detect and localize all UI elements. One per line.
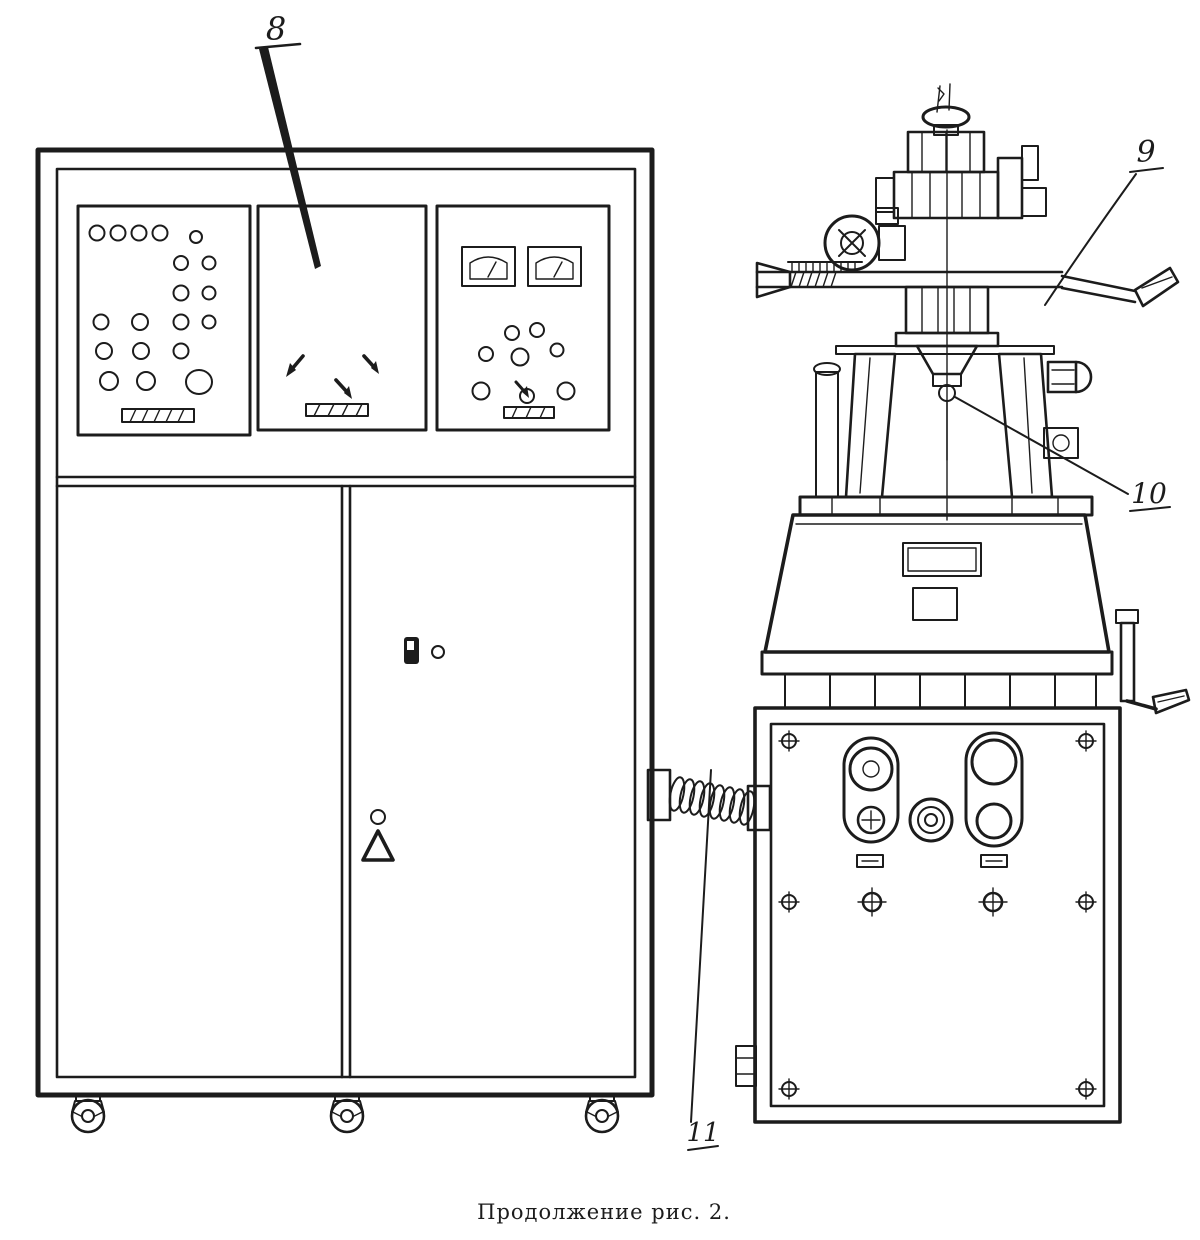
caster-right [584, 1094, 620, 1134]
electron-gun-column [875, 83, 1047, 461]
adjuster-bolts [857, 887, 1008, 917]
casters [70, 1094, 620, 1134]
left-control-cabinet [35, 147, 655, 1134]
toggle-arrow-1 [286, 354, 305, 377]
callout-11-leader [690, 769, 712, 1123]
callout-10-leader [954, 396, 1129, 495]
callout-11-label: 11 [686, 1118, 719, 1148]
callout-8-label: 8 [266, 10, 286, 48]
chamber-housing [760, 513, 1114, 709]
lever-handle [1060, 266, 1180, 308]
panel-screws [778, 730, 1097, 1100]
callout-11: 11 [686, 769, 720, 1151]
toggle-arrow-2 [334, 378, 352, 399]
handwheel [823, 214, 906, 272]
column-supports [798, 345, 1094, 517]
callout-9-label: 9 [1136, 135, 1155, 170]
gauge-left [842, 736, 900, 844]
callout-10: 10 [954, 396, 1171, 512]
callout-9: 9 [1044, 135, 1164, 306]
callout-8: 8 [254, 10, 321, 269]
meter-left [461, 246, 516, 287]
flexible-conduit [646, 768, 772, 832]
door-warning-symbol [361, 809, 395, 862]
panel-left-nameplate [121, 408, 195, 423]
control-panel-middle [256, 204, 428, 432]
callout-9-leader [1044, 173, 1137, 306]
control-panel-left [76, 204, 252, 437]
door-toggle-switch [404, 637, 445, 664]
side-bracket [735, 1045, 757, 1087]
toggle-arrow-3 [362, 354, 379, 374]
control-nameplates [856, 854, 1008, 868]
control-panel-right [435, 204, 611, 432]
machine-unit [646, 83, 1191, 1124]
meter-right [527, 246, 582, 287]
gauge-right [964, 731, 1024, 848]
machine-base-cabinet [735, 706, 1122, 1124]
cabinet-frame [35, 147, 655, 1098]
positioning-beam [755, 261, 1180, 308]
callout-8-leader [259, 47, 321, 269]
panel-middle-nameplate [305, 403, 369, 417]
figure-caption: Продолжение рис. 2. [477, 1200, 731, 1224]
base-controls [842, 731, 1024, 917]
caster-middle [329, 1094, 365, 1134]
toggle-arrow-4 [514, 380, 529, 398]
caster-left [70, 1094, 106, 1134]
callout-10-label: 10 [1131, 477, 1167, 510]
crank-handle [1115, 609, 1191, 715]
center-knob [908, 797, 954, 843]
panel-right-nameplate [503, 406, 555, 419]
cabinet-doors [361, 637, 445, 862]
